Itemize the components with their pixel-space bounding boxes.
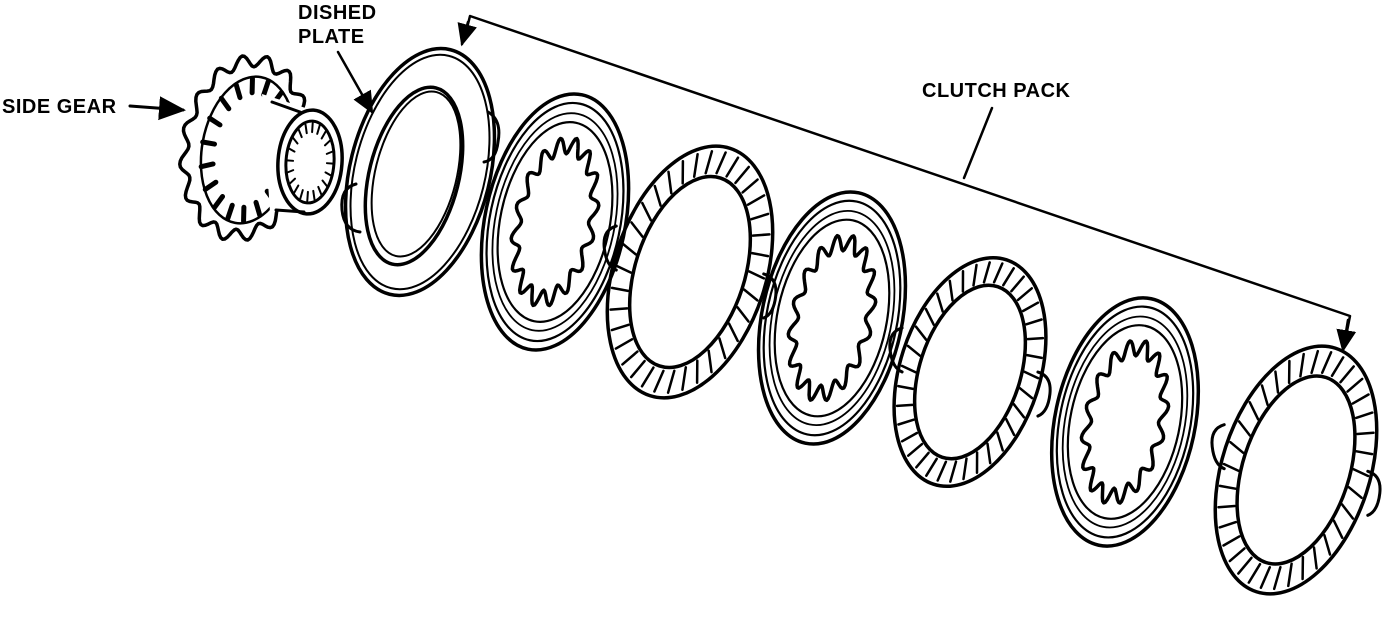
clutch-pack-label: CLUTCH PACK: [922, 80, 1070, 102]
clutch-plate-3: [1186, 325, 1392, 614]
clutch-plate-1: [578, 125, 803, 419]
clutch-disc-2: [737, 178, 927, 458]
side-gear-label: SIDE GEAR: [2, 96, 117, 118]
dished-plate-leader: [338, 52, 372, 112]
clutch-plate-2: [867, 238, 1073, 506]
dished-plate-label-line1: DISHED: [298, 2, 377, 24]
clutch-pack-leader: [964, 108, 992, 178]
clutch-disc-3: [1030, 284, 1219, 560]
dished-plate-label-line2: PLATE: [298, 26, 365, 48]
side-gear-arrow: [130, 106, 183, 110]
side-gear: [180, 56, 346, 240]
